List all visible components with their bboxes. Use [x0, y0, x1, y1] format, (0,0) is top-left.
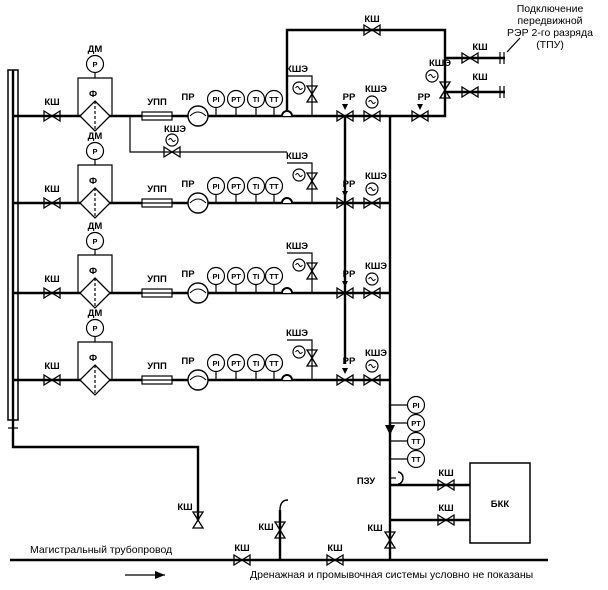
svg-text:Р: Р — [92, 237, 97, 246]
svg-text:РР: РР — [343, 92, 356, 103]
svg-text:PT: PT — [231, 359, 241, 368]
bottom-valves: КШ КШ КШ КШ КШ — [177, 499, 396, 566]
svg-text:КШ: КШ — [367, 523, 382, 534]
svg-text:УПП: УПП — [147, 97, 167, 108]
svg-text:РР: РР — [343, 179, 356, 190]
svg-text:TT: TT — [411, 437, 421, 446]
svg-text:КШ: КШ — [472, 72, 487, 83]
svg-text:ПР: ПР — [181, 92, 195, 103]
measuring-line: КШ Ф Р ДМ УПП ПР PI PT TI TT КШЭ РР КШЭ — [13, 308, 390, 396]
main-pipeline-label: Магистральный трубопровод — [30, 544, 172, 556]
svg-text:TI: TI — [253, 182, 260, 191]
svg-text:КШЭ: КШЭ — [286, 151, 308, 162]
svg-text:TI: TI — [253, 95, 260, 104]
svg-text:(ТПУ): (ТПУ) — [536, 39, 564, 51]
svg-text:РР: РР — [418, 92, 431, 103]
svg-text:КШЭ: КШЭ — [429, 58, 451, 69]
svg-text:КШЭ: КШЭ — [286, 64, 308, 75]
bottom-note: Дренажная и промывочная системы условно … — [250, 569, 533, 581]
svg-text:Ф: Ф — [89, 266, 97, 277]
svg-text:TT: TT — [269, 95, 279, 104]
output-instruments: PI PT TT TT — [385, 395, 426, 469]
ksh-e-top-right: КШЭ — [425, 58, 451, 99]
svg-text:TT: TT — [269, 182, 279, 191]
tpu-connection: КШ КШ Подключение передвижной РЭР 2-го р… — [445, 3, 593, 98]
svg-text:Р: Р — [92, 324, 97, 333]
svg-text:Подключение: Подключение — [517, 3, 584, 15]
top-bypass-valve: КШ — [363, 14, 381, 36]
svg-text:КШЭ: КШЭ — [164, 124, 186, 135]
svg-text:TT: TT — [411, 455, 421, 464]
svg-text:КШ: КШ — [438, 503, 453, 514]
ksh-label: КШ — [364, 14, 379, 25]
svg-text:PT: PT — [231, 95, 241, 104]
svg-text:TT: TT — [269, 272, 279, 281]
measuring-line: КШ Ф Р ДМ УПП ПР PI PT TI TT КШЭ РР КШЭ — [13, 131, 390, 219]
svg-text:КШ: КШ — [258, 522, 273, 533]
svg-text:PI: PI — [412, 401, 419, 410]
svg-text:PT: PT — [231, 182, 241, 191]
svg-text:TI: TI — [253, 359, 260, 368]
svg-text:УПП: УПП — [147, 274, 167, 285]
svg-text:Ф: Ф — [89, 176, 97, 187]
svg-text:КШ: КШ — [438, 468, 453, 479]
svg-text:ДМ: ДМ — [88, 131, 103, 142]
svg-text:ПР: ПР — [181, 356, 195, 367]
svg-text:КШ: КШ — [44, 97, 59, 108]
bkk-block: БКК КШ КШ — [437, 462, 531, 544]
svg-text:PI: PI — [212, 359, 219, 368]
svg-text:РЭР 2-го разряда: РЭР 2-го разряда — [507, 27, 593, 39]
svg-text:PI: PI — [212, 95, 219, 104]
svg-text:КШЭ: КШЭ — [286, 328, 308, 339]
svg-text:КШ: КШ — [177, 502, 192, 513]
svg-text:ДМ: ДМ — [88, 221, 103, 232]
svg-text:Ф: Ф — [89, 89, 97, 100]
svg-text:БКК: БКК — [491, 499, 510, 510]
measuring-line: КШ Ф Р ДМ УПП ПР PI PT TI TT КШЭ РР КШЭ — [13, 221, 390, 309]
svg-text:PI: PI — [212, 182, 219, 191]
svg-text:TT: TT — [269, 359, 279, 368]
svg-text:КШЭ: КШЭ — [365, 261, 387, 272]
svg-text:КШЭ: КШЭ — [286, 241, 308, 252]
svg-text:ПР: ПР — [181, 179, 195, 190]
svg-text:РР: РР — [343, 269, 356, 280]
svg-text:передвижной: передвижной — [517, 15, 582, 27]
svg-text:ПЗУ: ПЗУ — [357, 476, 375, 487]
svg-text:КШ: КШ — [44, 361, 59, 372]
svg-text:PT: PT — [231, 272, 241, 281]
svg-text:КШ: КШ — [44, 184, 59, 195]
svg-text:КШЭ: КШЭ — [365, 84, 387, 95]
svg-text:УПП: УПП — [147, 361, 167, 372]
svg-text:ПР: ПР — [181, 269, 195, 280]
svg-text:Ф: Ф — [89, 353, 97, 364]
svg-text:КШЭ: КШЭ — [365, 171, 387, 182]
tpu-note: Подключение передвижной РЭР 2-го разряда… — [507, 3, 593, 51]
svg-text:КШ: КШ — [234, 543, 249, 554]
svg-text:TI: TI — [253, 272, 260, 281]
svg-text:Р: Р — [92, 147, 97, 156]
svg-text:УПП: УПП — [147, 184, 167, 195]
svg-text:Р: Р — [92, 60, 97, 69]
svg-text:КШЭ: КШЭ — [365, 348, 387, 359]
svg-text:ДМ: ДМ — [88, 308, 103, 319]
svg-text:PT: PT — [411, 419, 421, 428]
svg-text:КШ: КШ — [44, 274, 59, 285]
svg-text:РР: РР — [343, 356, 356, 367]
svg-text:ДМ: ДМ — [88, 44, 103, 55]
svg-text:PI: PI — [212, 272, 219, 281]
header-lines — [285, 28, 470, 560]
svg-text:КШ: КШ — [472, 42, 487, 53]
svg-text:КШ: КШ — [327, 543, 342, 554]
measuring-line: КШ Ф Р ДМ УПП ПР PI PT TI TT КШЭ РР КШЭ — [13, 44, 390, 132]
pzu: ПЗУ — [357, 471, 404, 487]
inlet-collector — [7, 69, 200, 520]
